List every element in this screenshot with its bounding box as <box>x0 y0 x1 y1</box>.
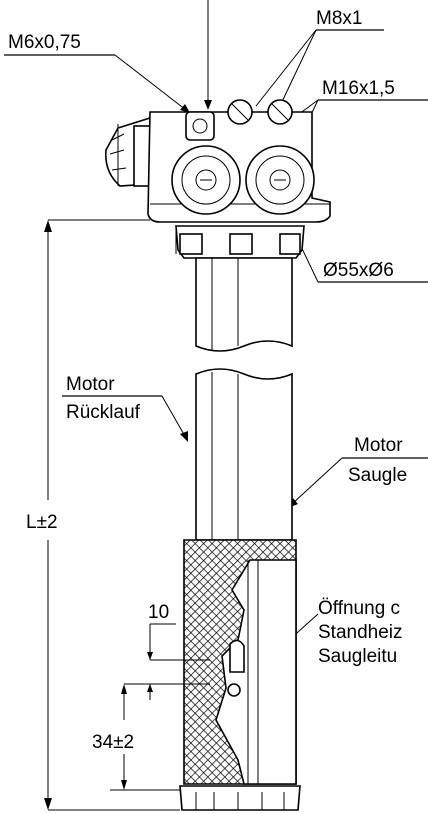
leader-top-arrow <box>204 100 212 110</box>
label-saugle-text: Saugle <box>348 465 407 486</box>
label-m8x1: M8x1 <box>316 8 384 31</box>
label-saugleitu-text: Saugleitu <box>318 646 397 667</box>
label-d55x6-text: Ø55xØ6 <box>323 260 394 281</box>
standheizung-opening <box>229 639 245 673</box>
leader-m6x075-arrow <box>180 104 190 113</box>
label-dim34-text: 34±2 <box>92 732 134 753</box>
label-motor-left-text: Motor <box>66 374 115 395</box>
dimension-10: 10 <box>124 602 210 700</box>
leader-m8x1-b <box>279 29 317 107</box>
label-oeffnung: Öffnung c Standheiz Saugleitu <box>318 598 403 667</box>
pump-head <box>104 99 331 223</box>
label-m8x1-text: M8x1 <box>316 8 362 29</box>
leader-saugle <box>291 457 343 505</box>
filter-cutaway <box>215 559 297 785</box>
label-m6x075: M6x0,75 <box>4 32 115 56</box>
tube <box>195 257 293 541</box>
leader-m8x1-a <box>255 29 317 107</box>
label-m6x075-text: M6x0,75 <box>8 32 81 53</box>
label-dim10-text: 10 <box>148 602 169 623</box>
label-m16x15: M16x1,5 <box>318 78 428 101</box>
label-motor-right-text: Motor <box>354 435 403 456</box>
dimension-34: 34±2 <box>92 684 180 791</box>
label-m16x15-text: M16x1,5 <box>322 78 395 99</box>
tube-lower <box>195 368 293 541</box>
tube-upper <box>195 257 293 352</box>
label-length-text: L±2 <box>26 512 58 533</box>
leader-ruecklauf <box>161 395 187 439</box>
label-motor-saugleitung: Motor Saugle <box>342 435 428 486</box>
label-oeffnung-text: Öffnung c <box>318 598 400 619</box>
flange <box>175 225 305 259</box>
filter-sock <box>179 539 301 811</box>
bottom-cap <box>179 785 301 811</box>
label-standheiz-text: Standheiz <box>318 622 403 643</box>
label-ruecklauf-text: Rücklauf <box>66 402 141 423</box>
label-motor-ruecklauf: Motor Rücklauf <box>62 374 162 423</box>
dimension-length: L±2 <box>26 219 180 811</box>
leader-m6x075 <box>114 54 187 111</box>
leader-ruecklauf-arrow <box>180 431 188 442</box>
hex-nut <box>185 111 215 141</box>
label-d55x6: Ø55xØ6 <box>318 260 428 283</box>
